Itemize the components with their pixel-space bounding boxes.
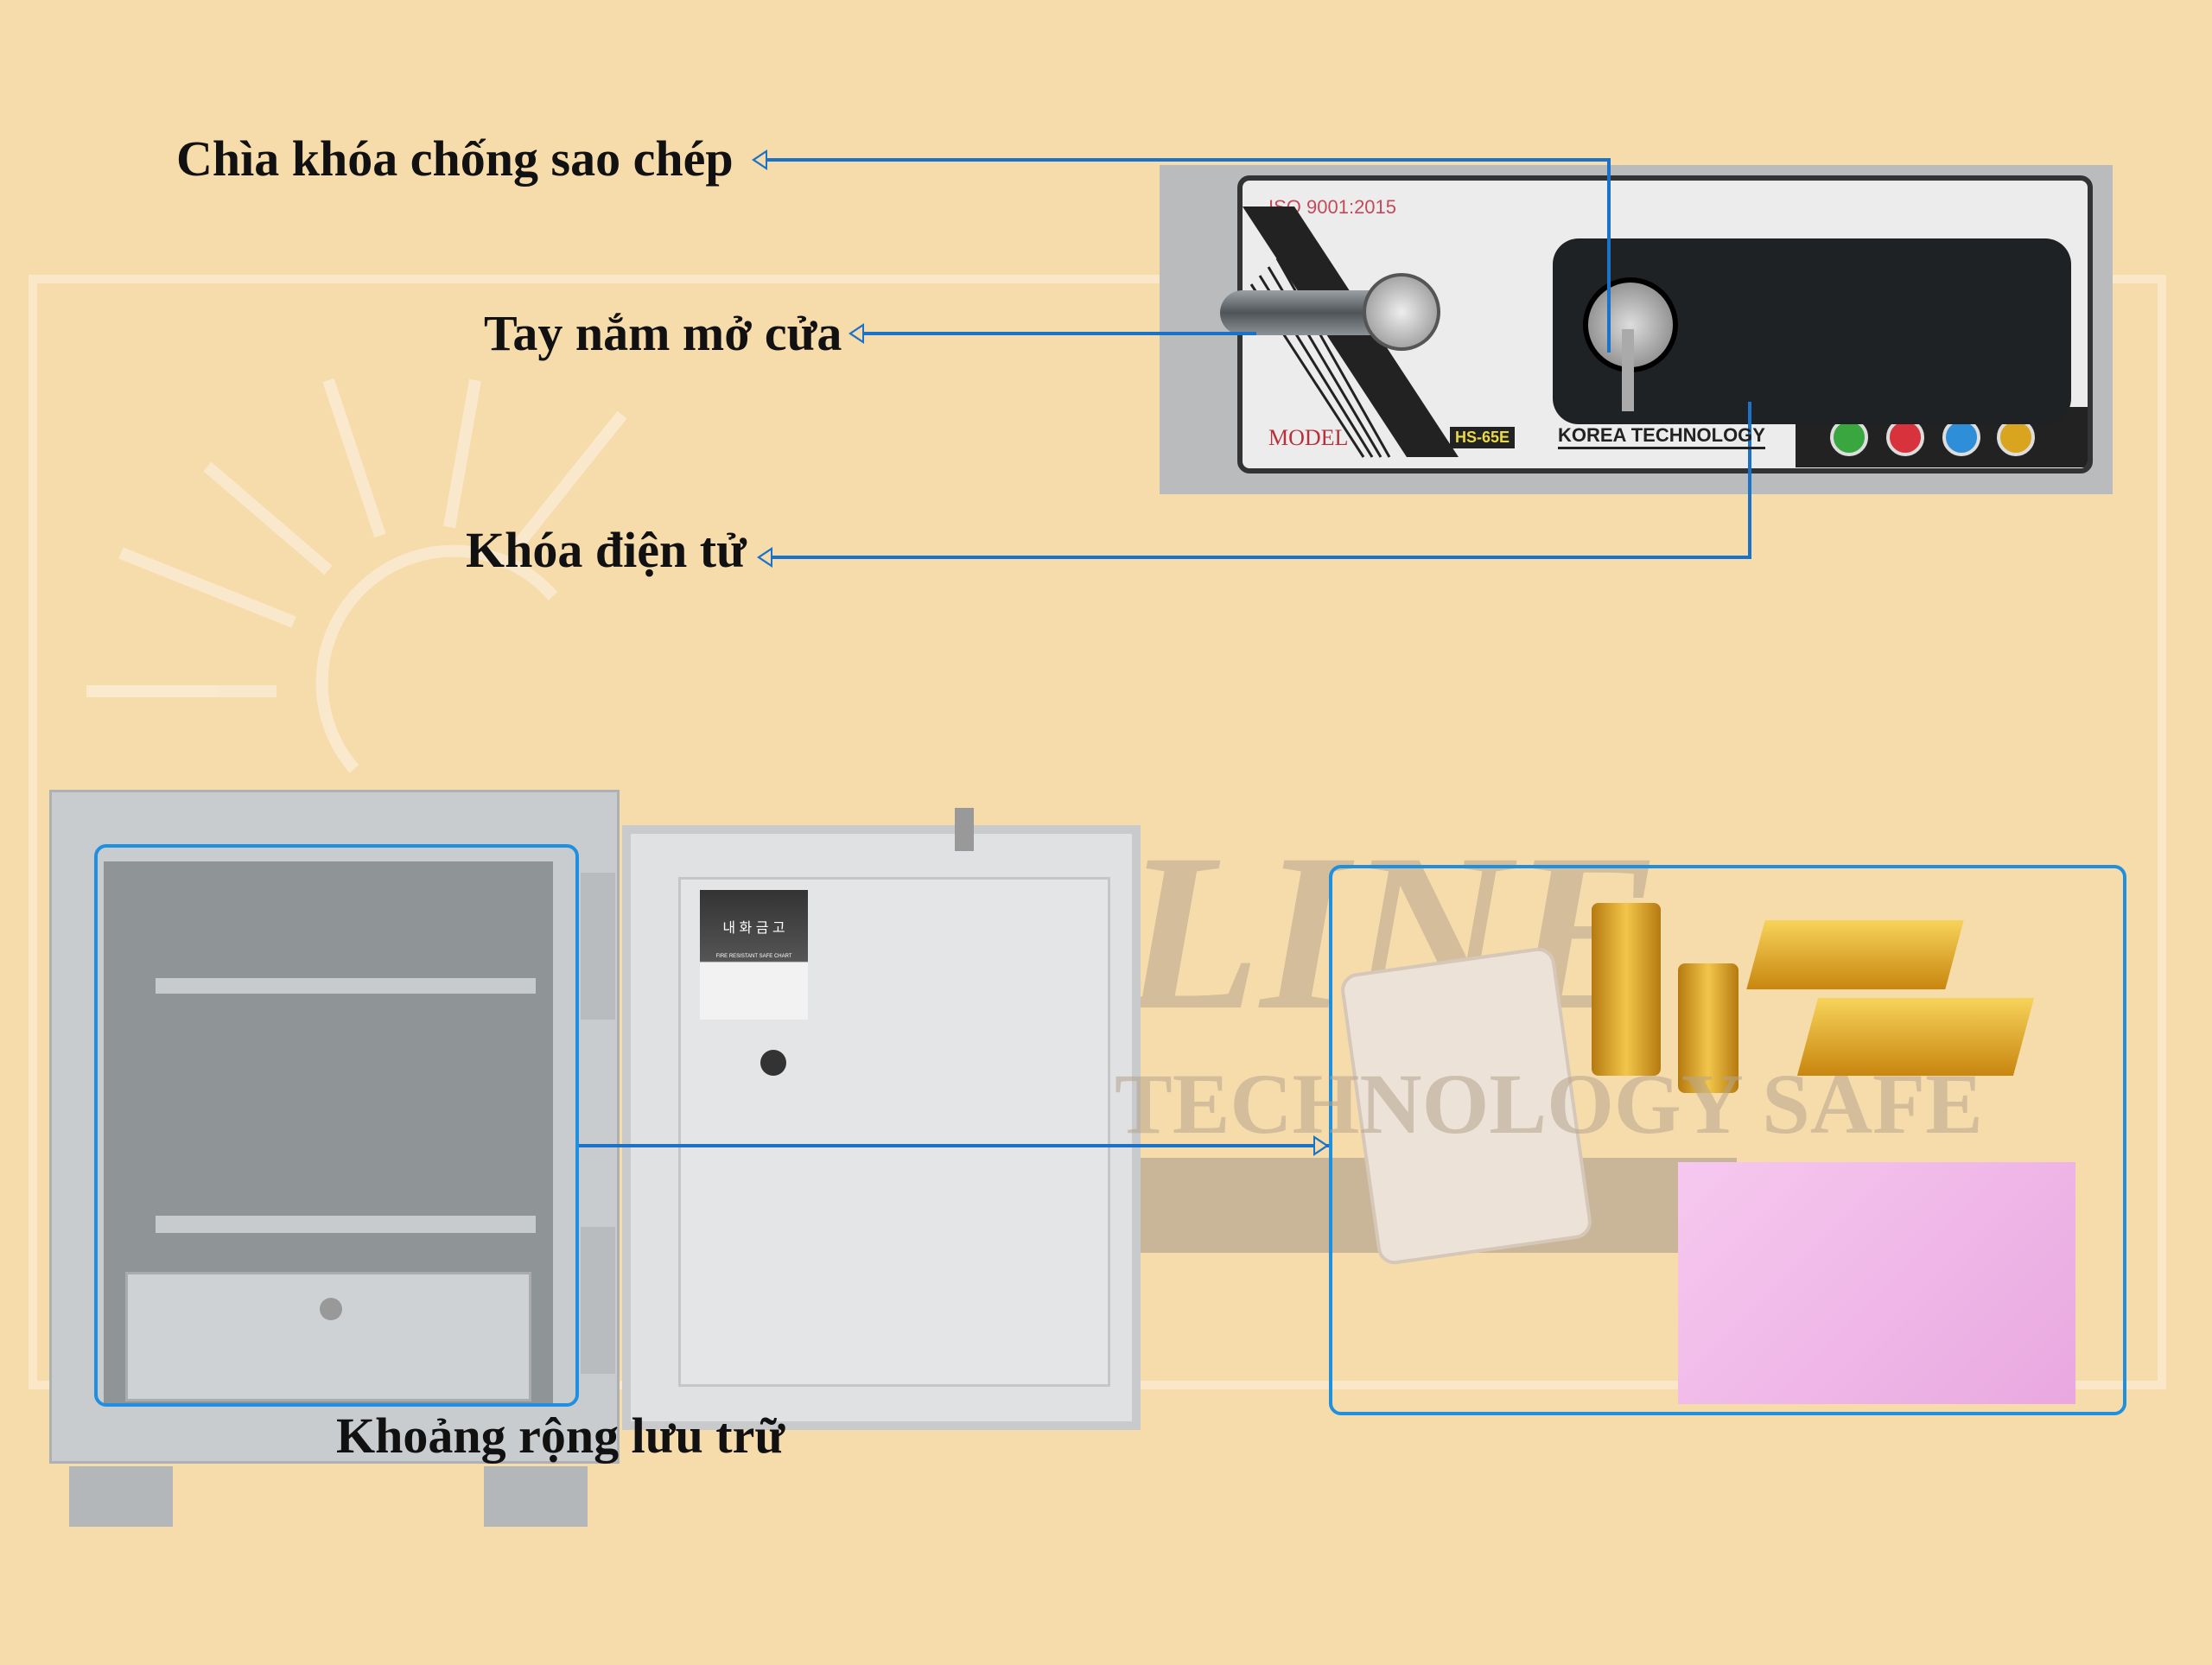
shelf <box>156 1216 536 1233</box>
door-handle-arrow <box>857 332 1256 335</box>
chart-label: FIRE RESISTANT SAFE CHART <box>715 954 792 959</box>
electronic-lock-arrow-stem <box>1748 402 1751 559</box>
sun-watermark-icon <box>86 378 627 773</box>
safe-foot <box>484 1466 588 1527</box>
drawer-lock-icon <box>320 1298 342 1320</box>
anti-copy-key-label: Chìa khóa chống sao chép <box>176 130 734 187</box>
storage-highlight <box>94 844 579 1407</box>
land-documents <box>1678 1162 2075 1404</box>
key-icon[interactable] <box>1622 329 1634 411</box>
storage-arrow <box>579 1144 1329 1147</box>
keyhole-icon <box>760 1050 786 1076</box>
model-label: MODEL <box>1268 425 1349 450</box>
watermark-tagline: TECHNOLOGY SAFE <box>1115 1056 1983 1152</box>
coin-stack <box>1592 903 1661 1076</box>
anti-copy-key-arrow <box>760 158 1610 162</box>
anti-copy-key-arrow-stem <box>1607 158 1611 353</box>
bolt <box>955 808 974 851</box>
korean-label: 내 화 금 고 <box>722 921 785 936</box>
gold-bar <box>1746 920 1964 989</box>
electronic-lock-arrow <box>766 556 1751 559</box>
electronic-lock-label: Khóa điện tử <box>466 522 747 578</box>
storage-space-label: Khoảng rộng lưu trữ <box>336 1408 785 1464</box>
thief-icon <box>1886 418 1924 456</box>
arrowhead-icon <box>849 323 864 344</box>
valuables-box <box>1329 865 2126 1415</box>
shelf <box>156 978 536 994</box>
gold-bars-and-coins <box>1592 903 2041 1102</box>
handle-rosette <box>1363 273 1440 351</box>
drawer[interactable] <box>125 1272 531 1401</box>
hinge <box>581 873 615 1020</box>
safe-chart-plate: 내 화 금 고 FIRE RESISTANT SAFE CHART <box>700 890 808 1020</box>
arrowhead-icon <box>752 149 767 170</box>
safe-body <box>49 790 620 1527</box>
hinge <box>581 1227 615 1374</box>
arrowhead-icon <box>757 547 772 568</box>
door-handle-label: Tay nắm mở cửa <box>484 305 842 361</box>
coin-stack <box>1678 963 1738 1093</box>
safe-door[interactable]: 내 화 금 고 FIRE RESISTANT SAFE CHART <box>622 808 1141 1430</box>
control-panel-photo: ISO 9001:2015 MODEL HS-65E KOREA TECHNOL… <box>1160 165 2113 494</box>
brand-text: KOREA TECHNOLOGY <box>1558 424 1765 449</box>
safe-foot <box>69 1466 173 1527</box>
model-value: HS-65E <box>1450 427 1516 448</box>
